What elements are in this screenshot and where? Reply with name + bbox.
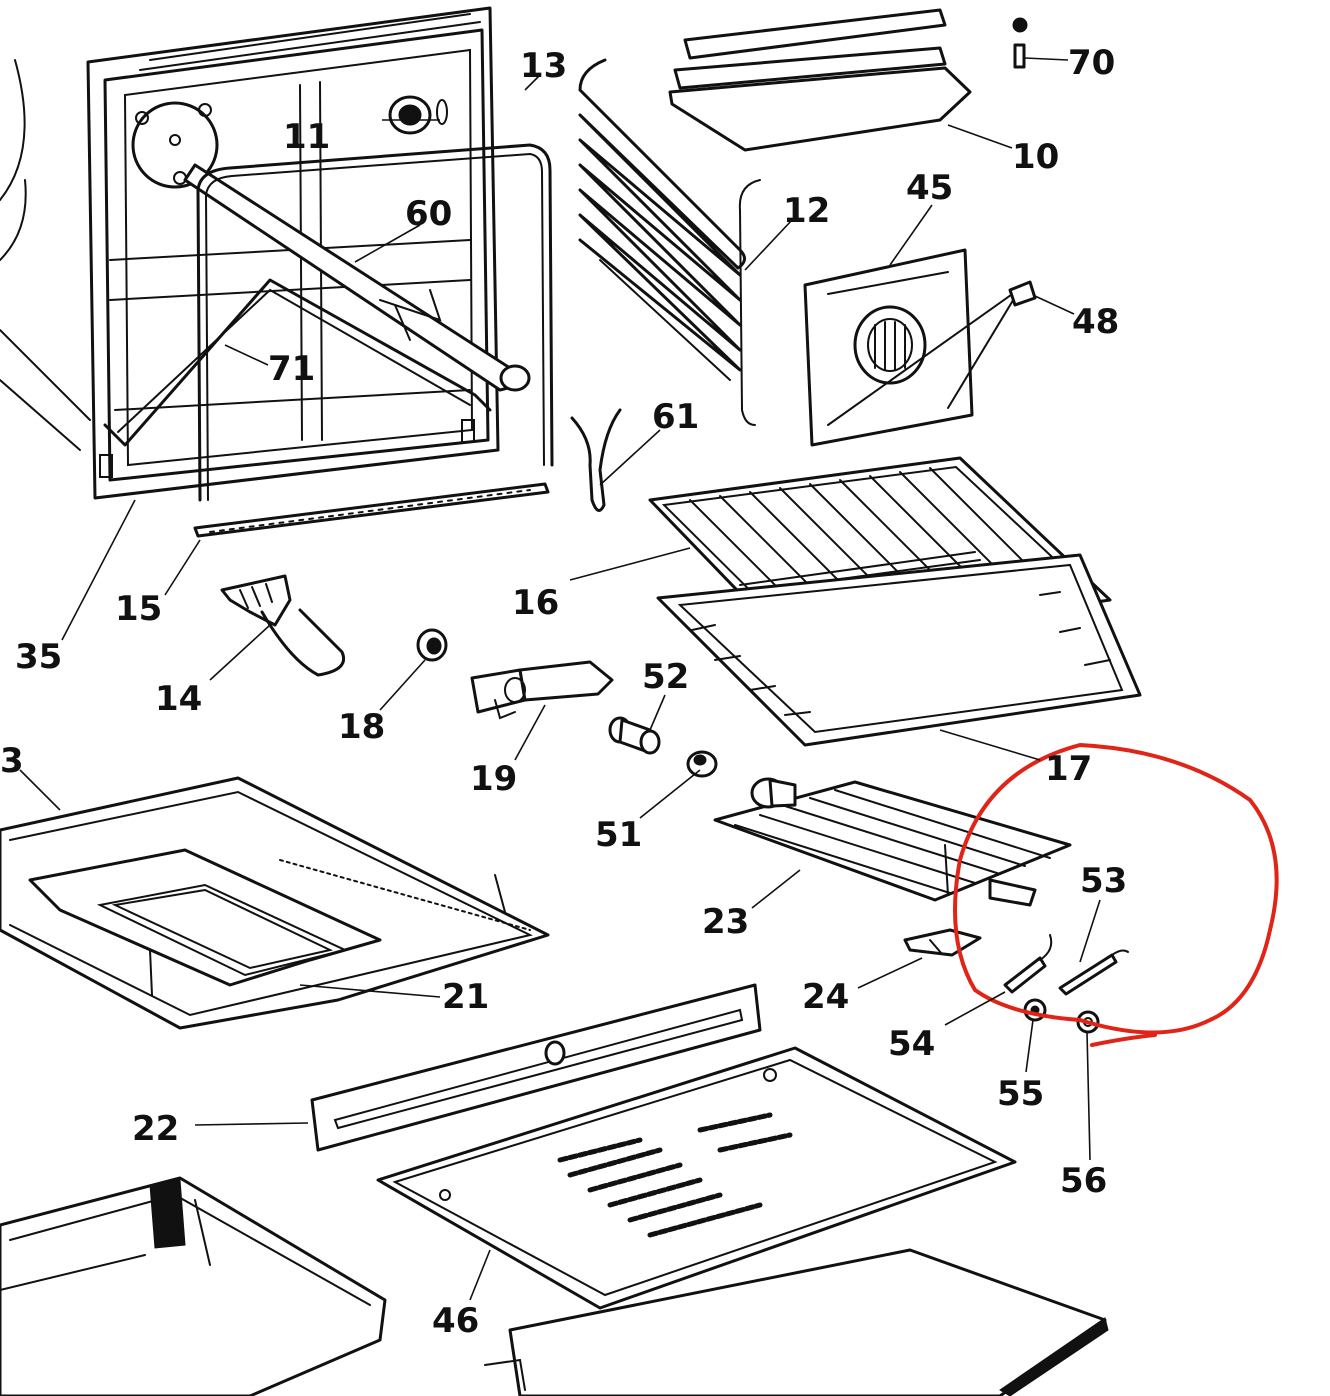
probe-part-53 — [1058, 949, 1129, 996]
part-label-18: 18 — [338, 707, 385, 747]
spit-support-part-71 — [103, 278, 492, 447]
part-label-17: 17 — [1045, 749, 1092, 789]
part-label-60: 60 — [405, 194, 452, 234]
part-label-24: 24 — [802, 977, 849, 1017]
spit-frame-part-13 — [196, 143, 554, 502]
bottom-glass-panel — [484, 1248, 1109, 1396]
part-label-35: 35 — [15, 637, 62, 677]
part-label-15: 15 — [115, 589, 162, 629]
clip-part-24 — [903, 928, 982, 957]
part-label-48: 48 — [1072, 302, 1119, 342]
part-label-19: 19 — [470, 759, 517, 799]
bracket-part-19 — [470, 660, 614, 720]
baking-tray-part-17 — [656, 553, 1142, 747]
part-label-61: 61 — [652, 397, 699, 437]
part-label-70: 70 — [1068, 43, 1115, 83]
roasting-pan — [0, 1176, 387, 1396]
grill-element-part-23 — [713, 777, 1072, 907]
part-label-55: 55 — [997, 1074, 1044, 1114]
connector-part-61 — [570, 408, 622, 512]
bracket-part-14 — [220, 574, 345, 677]
part-label-10: 10 — [1012, 137, 1059, 177]
base-plate-part-21 — [0, 776, 550, 1030]
bottom-panel-part-46 — [376, 1046, 1017, 1310]
heating-element-part-12 — [578, 58, 761, 426]
deflector-part-22 — [310, 983, 762, 1152]
highlight-circle — [953, 742, 1279, 1047]
part-label-53: 53 — [1080, 861, 1127, 901]
back-panel-part-45 — [803, 248, 1019, 447]
part-label-21: 21 — [442, 977, 489, 1017]
part-label-13: 13 — [520, 46, 567, 86]
oven-cavity — [0, 6, 500, 500]
runner-part-15 — [193, 482, 550, 538]
screw-part-70 — [1012, 17, 1028, 69]
rail-part-10 — [668, 8, 972, 152]
part-label-16: 16 — [512, 583, 559, 623]
part-label-12: 12 — [783, 191, 830, 231]
lamp-holder-part-52 — [608, 716, 661, 755]
lamp-cap-part-51 — [686, 750, 718, 778]
part-label-71: 71 — [268, 349, 315, 389]
part-label-22: 22 — [132, 1109, 179, 1149]
part-label-11: 11 — [283, 117, 330, 157]
part-label-23: 23 — [702, 902, 749, 942]
rotisserie-spit-part-60 — [183, 163, 531, 392]
sensor-part-54 — [1003, 934, 1053, 994]
part-label-52: 52 — [642, 657, 689, 697]
part-labels: 70 13 11 10 60 45 12 48 71 61 16 15 35 1… — [0, 43, 1127, 1341]
part-label-45: 45 — [906, 168, 953, 208]
part-label-3: 3 — [0, 741, 24, 781]
clip-part-48 — [1008, 280, 1037, 307]
part-label-51: 51 — [595, 815, 642, 855]
leader-lines — [19, 57, 1101, 1301]
part-label-14: 14 — [155, 679, 202, 719]
knob-part-18 — [416, 628, 448, 662]
part-label-56: 56 — [1060, 1161, 1107, 1201]
part-label-46: 46 — [432, 1301, 479, 1341]
part-label-54: 54 — [888, 1024, 935, 1064]
